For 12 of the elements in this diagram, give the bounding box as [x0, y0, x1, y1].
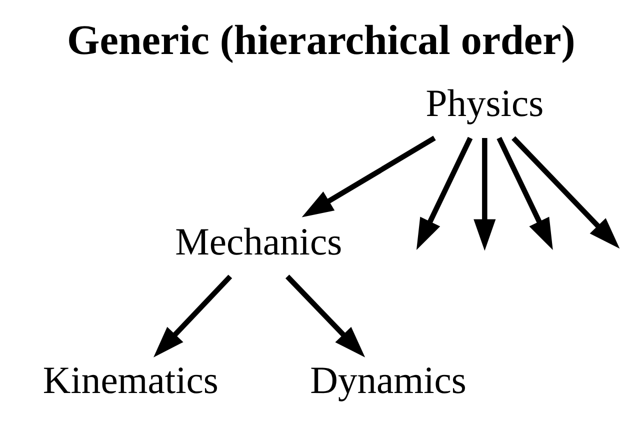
node-text: Dynamics: [310, 360, 466, 402]
node-text: Physics: [425, 83, 544, 126]
arrow: [496, 136, 552, 250]
arrow: [511, 136, 620, 249]
arrow: [473, 138, 496, 251]
node-text: Mechanics: [174, 222, 342, 264]
node-text: Kinematics: [42, 360, 218, 402]
arrow: [153, 274, 232, 358]
arrow: [301, 136, 436, 218]
arrow: [284, 274, 365, 358]
diagram-title: Generic (hierarchical order): [66, 18, 575, 64]
arrow: [416, 136, 472, 250]
